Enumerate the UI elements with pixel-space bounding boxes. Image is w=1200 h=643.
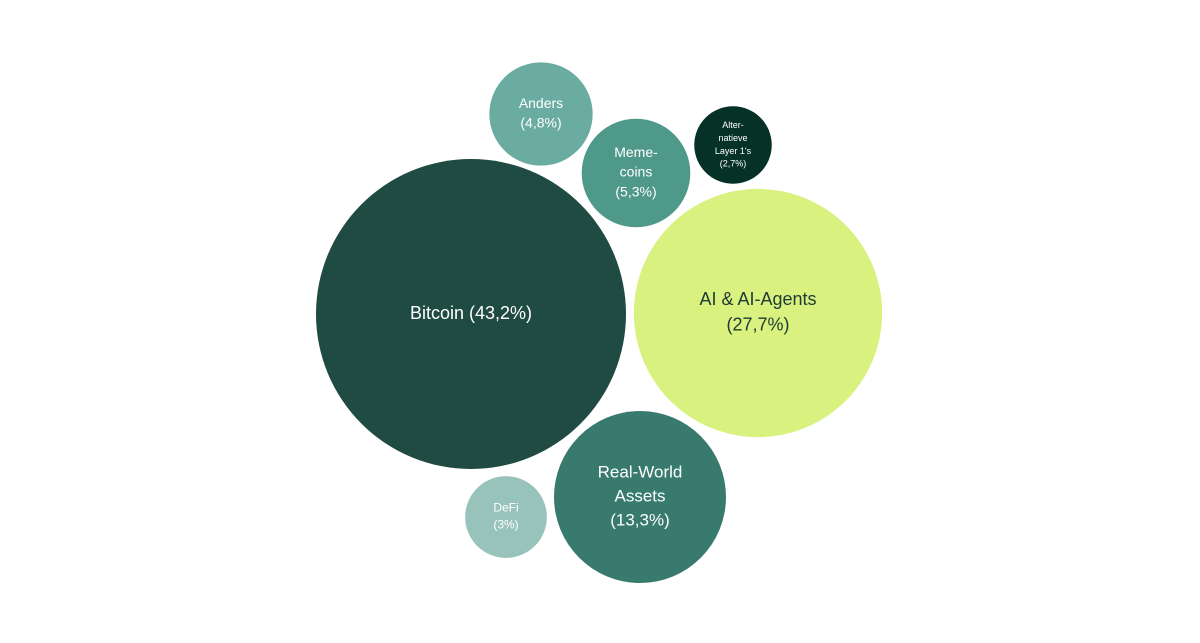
bubble-defi: DeFi (3%): [465, 476, 547, 558]
bubble-bitcoin: Bitcoin (43,2%): [316, 159, 626, 469]
bubble-circle-ai-and-ai-agents: [633, 188, 883, 438]
bubble-meme-coins: Meme-coins (5,3%): [581, 118, 691, 228]
bubble-circle-defi: [465, 476, 547, 558]
bubble-label-ai-and-ai-agents-line-1: AI & AI-Agents: [699, 289, 816, 309]
bubble-circle-meme-coins: [581, 118, 691, 228]
bubble-label-defi-line-1: DeFi: [493, 501, 518, 515]
bubble-label-real-world-assets-line-1: Real-World: [598, 462, 683, 481]
bubble-label-bitcoin-line-1: Bitcoin (43,2%): [410, 303, 532, 323]
bubble-label-real-world-assets-line-3: (13,3%): [610, 511, 670, 530]
bubble-label-meme-coins-line-3: (5,3%): [615, 184, 656, 200]
bubble-ai-and-ai-agents: AI & AI-Agents (27,7%): [633, 188, 883, 438]
bubble-label-ai-and-ai-agents-line-2: (27,7%): [726, 315, 789, 335]
bubble-circle-real-world-assets: [554, 411, 726, 583]
bubble-label-alternatieve-layer-1-s-line-3: Layer 1's: [715, 146, 752, 156]
bubble-label-alternatieve-layer-1-s-line-1: Alter-: [722, 120, 744, 130]
bubble-label-anders-line-2: (4,8%): [520, 115, 561, 131]
bubble-anders: Anders (4,8%): [489, 62, 593, 166]
bubble-label-anders-line-1: Anders: [519, 95, 563, 111]
bubble-label-meme-coins-line-2: coins: [620, 164, 653, 180]
bubble-circle-bitcoin: [316, 159, 626, 469]
bubble-label-defi-line-2: (3%): [493, 518, 518, 532]
bubble-circle-alternatieve-layer-1-s: [694, 106, 772, 184]
bubble-label-meme-coins-line-1: Meme-: [614, 144, 658, 160]
bubble-circle-anders: [489, 62, 593, 166]
bubble-label-alternatieve-layer-1-s-line-2: natieve: [718, 133, 747, 143]
bubble-label-real-world-assets-line-2: Assets: [614, 486, 665, 505]
bubble-label-alternatieve-layer-1-s-line-4: (2,7%): [720, 159, 747, 169]
